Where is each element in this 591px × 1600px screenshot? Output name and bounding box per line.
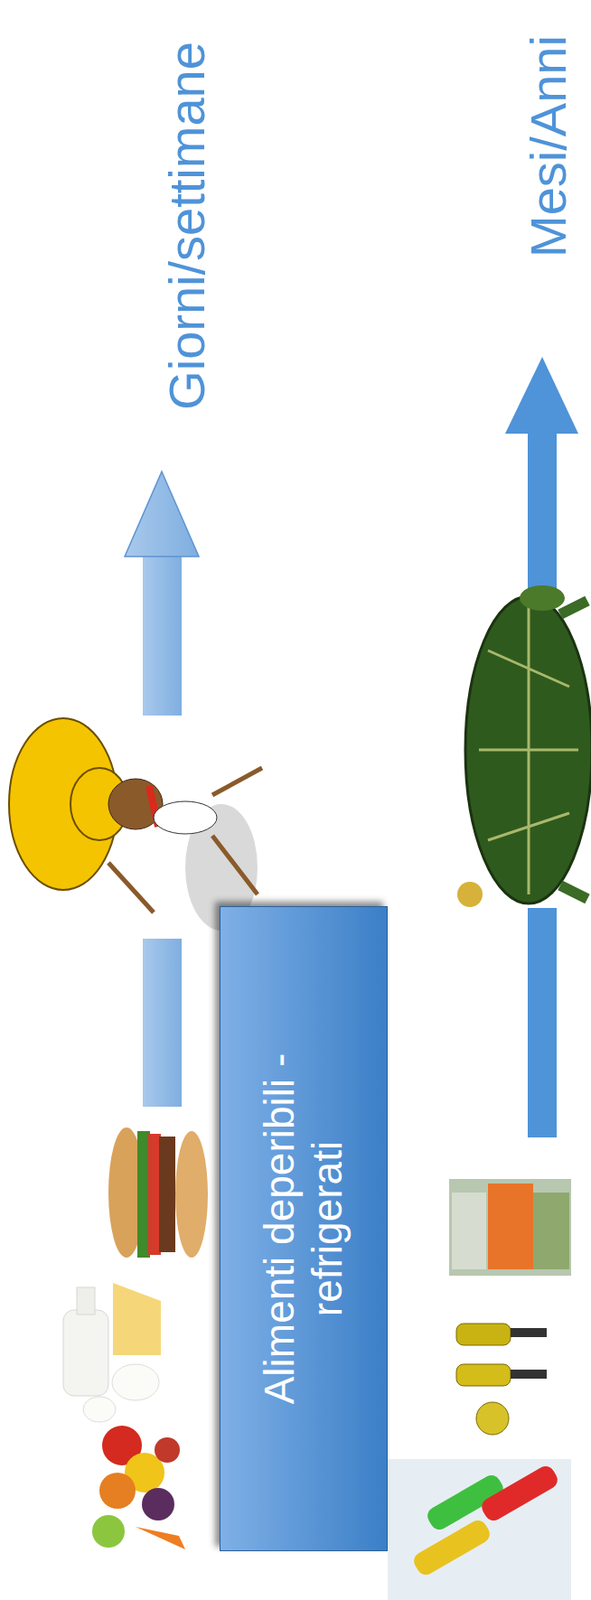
category-box: Alimenti deperibili - refrigerati	[219, 906, 388, 1552]
slow-turtle	[457, 585, 591, 908]
duration-label: Giorni/settimane	[161, 41, 213, 411]
oil-bottles	[456, 1323, 547, 1436]
fruit-vegetables	[92, 1425, 186, 1550]
burger	[108, 1127, 208, 1258]
dairy-products	[63, 1283, 161, 1423]
box-text: Alimenti deperibili - refrigerati	[255, 970, 352, 1488]
frozen-vegetables	[449, 1179, 572, 1276]
soft-drinks	[387, 1459, 572, 1600]
fast-mouse	[9, 718, 263, 931]
duration-label: Mesi/Anni	[523, 35, 574, 258]
